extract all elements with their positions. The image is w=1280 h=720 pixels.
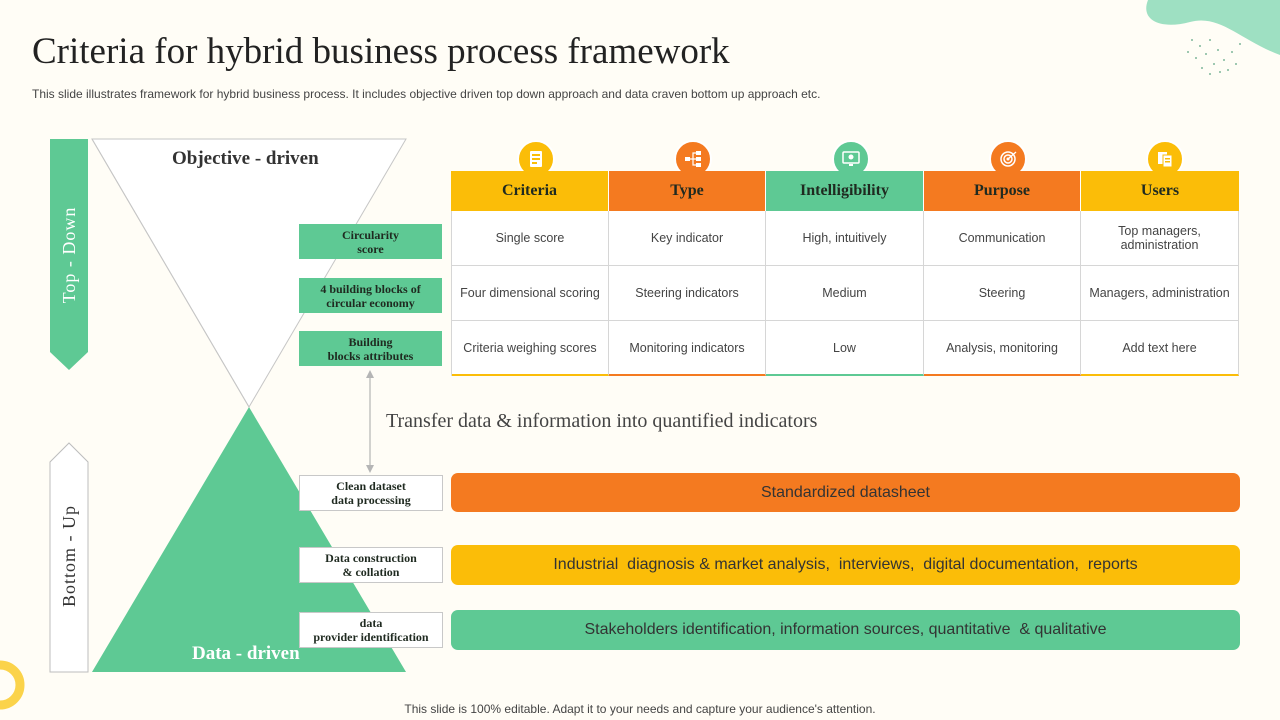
bar-text: Standardized datasheet [760,483,930,501]
objective-driven-label: Objective - driven [172,148,319,169]
objective-triangle [91,138,407,408]
table-cell: Monitoring indicators [609,321,766,376]
decor-ring-bottom-left [0,660,25,710]
bottom-up-arrow [49,442,89,673]
monitor-idea-icon [842,151,860,166]
bar-text: Stakeholders identification, information… [584,621,1107,638]
header-purpose: Purpose [924,171,1081,211]
decor-blob-top-right [1146,0,1280,75]
tag-text: data provider identification [313,616,429,644]
criteria-table: Criteria Type Intelligibility Purpose Us… [451,171,1239,376]
bar-stakeholders: Stakeholders identification, information… [451,610,1240,650]
table-cell: Add text here [1081,321,1239,376]
table-cell: Top managers, administration [1081,211,1239,266]
header-criteria: Criteria [451,171,609,211]
table-row: Single score Key indicator High, intuiti… [451,211,1239,266]
table-cell: Managers, administration [1081,266,1239,321]
header-users: Users [1081,171,1239,211]
table-cell: Single score [452,211,609,266]
table-row: Criteria weighing scores Monitoring indi… [451,321,1239,376]
hourglass-diagram [49,138,407,673]
page-subtitle: This slide illustrates framework for hyb… [32,87,821,101]
table-row: Four dimensional scoring Steering indica… [451,266,1239,321]
data-triangle [92,407,406,672]
tag-building-blocks-attributes: Building blocks attributes [299,331,442,366]
tag-data-construction: Data construction & collation [299,547,443,583]
documents-icon [1158,152,1173,168]
purpose-column-icon [989,140,1027,178]
footer-note: This slide is 100% editable. Adapt it to… [404,702,876,716]
table-cell: Analysis, monitoring [924,321,1081,376]
table-cell: Steering [924,266,1081,321]
tag-data-provider: data provider identification [299,612,443,648]
table-cell: High, intuitively [766,211,924,266]
header-intelligibility: Intelligibility [766,171,924,211]
header-type: Type [609,171,766,211]
top-down-label: Top - Down [59,206,79,304]
table-header-row: Criteria Type Intelligibility Purpose Us… [451,171,1239,211]
tag-text: Circularity score [341,227,400,256]
tag-text: Data construction & collation [325,551,417,579]
tag-circularity-score: Circularity score [299,224,442,259]
tag-text: 4 building blocks of circular economy [320,281,421,310]
data-driven-label: Data - driven [192,643,300,664]
table-cell: Criteria weighing scores [452,321,609,376]
table-cell: Low [766,321,924,376]
target-icon [1000,151,1017,167]
tag-text: Building blocks attributes [327,334,414,363]
tag-building-blocks-circular: 4 building blocks of circular economy [299,278,442,313]
page-title: Criteria for hybrid business process fra… [32,31,730,72]
tag-text: Clean dataset data processing [331,479,411,507]
table-cell: Four dimensional scoring [452,266,609,321]
table-cell: Medium [766,266,924,321]
transfer-text: Transfer data & information into quantif… [386,410,818,432]
table-cell: Steering indicators [609,266,766,321]
datasheet-icon [530,151,542,167]
bar-text: Industrial diagnosis & market analysis, … [553,556,1138,573]
top-down-arrow [50,139,88,370]
bar-standardized-datasheet: Standardized datasheet [451,473,1240,512]
bottom-up-label: Bottom - Up [59,505,79,608]
bar-industrial-diagnosis: Industrial diagnosis & market analysis, … [451,545,1240,585]
hierarchy-icon [685,151,701,167]
tag-clean-dataset: Clean dataset data processing [299,475,443,511]
table-cell: Key indicator [609,211,766,266]
table-cell: Communication [924,211,1081,266]
